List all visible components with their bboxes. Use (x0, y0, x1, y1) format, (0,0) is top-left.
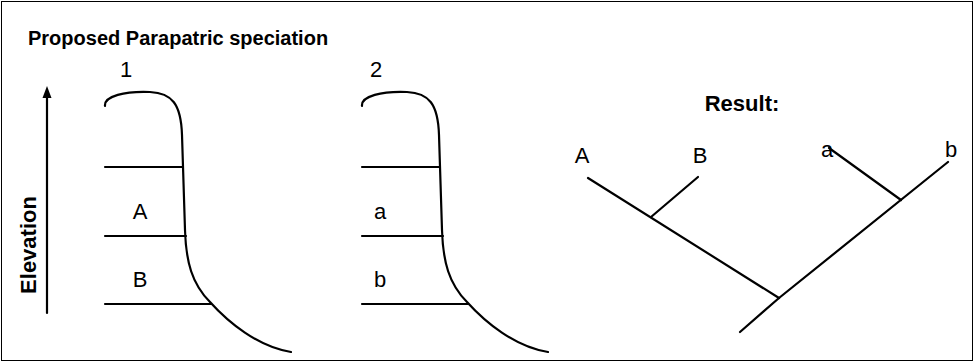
axis-label: Elevation (18, 196, 40, 294)
population-label: A (133, 201, 148, 223)
panel-number: 2 (370, 59, 382, 81)
panel-number: 1 (120, 59, 132, 81)
population-label: B (133, 269, 148, 291)
tree-tip-label: A (575, 145, 590, 167)
tree-tip-label: a (821, 139, 833, 161)
tree-tip-label: B (693, 145, 708, 167)
tree-tip-label: b (945, 139, 957, 161)
result-heading: Result: (705, 93, 780, 115)
diagram-title: Proposed Parapatric speciation (28, 28, 328, 48)
population-label: a (374, 201, 386, 223)
population-label: b (374, 269, 386, 291)
